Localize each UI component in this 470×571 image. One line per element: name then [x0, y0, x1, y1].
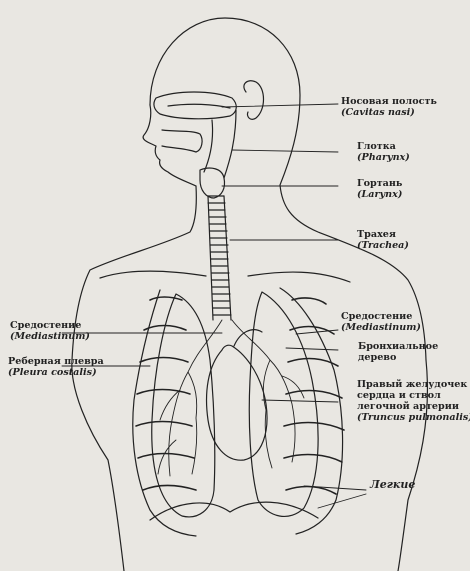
- label-mediastinum-left-ru: Средостение: [10, 320, 90, 331]
- label-pleura-ru: Реберная плевра: [8, 356, 104, 367]
- label-pharynx: Глотка (Pharynx): [357, 141, 410, 163]
- lung-left: [152, 294, 215, 517]
- label-mediastinum-right-ru: Средостение: [341, 311, 421, 322]
- label-larynx-lat: (Larynx): [357, 189, 402, 200]
- ribs-left: [136, 297, 196, 490]
- label-mediastinum-right-lat: (Mediastinum): [341, 322, 421, 333]
- clavicle-left: [100, 271, 206, 278]
- label-nasal-cavity: Носовая полость (Cavitas nasi): [341, 96, 437, 118]
- label-bronchial-tree: Бронхиальное дерево: [358, 341, 438, 363]
- label-lungs-ru: Легкие: [370, 479, 415, 490]
- label-nasal-cavity-ru: Носовая полость: [341, 96, 437, 107]
- label-heart-trunk-lat: (Truncus pulmonalis): [357, 412, 470, 423]
- label-mediastinum-right: Средостение (Mediastinum): [341, 311, 421, 333]
- label-trachea-ru: Трахея: [357, 229, 409, 240]
- label-mediastinum-left: Средостение (Mediastinum): [10, 320, 90, 342]
- label-heart-trunk-line2: сердца и ствол: [357, 390, 470, 401]
- label-heart-trunk-line3: легочной артерии: [357, 401, 470, 412]
- label-bronchial-tree-line2: дерево: [358, 352, 438, 363]
- label-heart-trunk-line1: Правый желудочек: [357, 379, 470, 390]
- pharynx-back: [224, 110, 236, 178]
- label-trachea-lat: (Trachea): [357, 240, 409, 251]
- leader-lines: [62, 104, 366, 508]
- trachea-rings: [208, 196, 231, 320]
- label-heart-trunk: Правый желудочек сердца и ствол легочной…: [357, 379, 470, 423]
- label-pharynx-lat: (Pharynx): [357, 152, 410, 163]
- label-bronchial-tree-line1: Бронхиальное: [358, 341, 438, 352]
- label-mediastinum-left-lat: (Mediastinum): [10, 331, 90, 342]
- label-pharynx-ru: Глотка: [357, 141, 410, 152]
- oral-cavity: [162, 130, 202, 152]
- nasal-septum: [168, 104, 230, 108]
- nasal-cavity-shape: [154, 92, 236, 119]
- clavicle-right: [248, 272, 350, 282]
- larynx-shape: [200, 168, 225, 198]
- pharynx-front: [204, 120, 213, 172]
- label-nasal-cavity-lat: (Cavitas nasi): [341, 107, 437, 118]
- bronchi: [158, 320, 304, 476]
- label-pleura: Реберная плевра (Pleura costalis): [8, 356, 104, 378]
- label-larynx-ru: Гортань: [357, 178, 402, 189]
- ear: [244, 81, 264, 120]
- label-larynx: Гортань (Larynx): [357, 178, 402, 200]
- pulmonary-trunk: [234, 330, 262, 346]
- label-pleura-lat: (Pleura costalis): [8, 367, 104, 378]
- heart: [207, 345, 267, 460]
- torso-left: [72, 360, 124, 571]
- label-lungs: Легкие: [370, 479, 415, 490]
- lung-right: [249, 292, 318, 516]
- face-outline: [143, 105, 196, 186]
- ribcage-right: [280, 288, 343, 534]
- label-trachea: Трахея (Trachea): [357, 229, 409, 251]
